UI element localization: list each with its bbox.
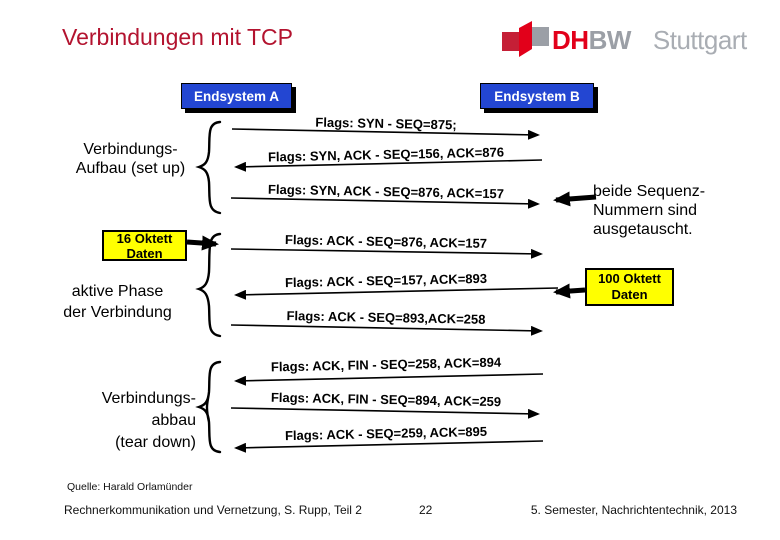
data-box-100-line2: Daten — [611, 287, 648, 302]
footer-course-title: Rechnerkommunikation und Vernetzung, S. … — [64, 503, 362, 517]
data-box-16-line1: 16 Oktett — [116, 230, 173, 246]
message-line-7 — [234, 373, 544, 386]
data-box-100-line1: 100 Oktett — [598, 271, 661, 286]
message-label-1: Flags: SYN - SEQ=875; — [315, 114, 457, 133]
logo-city: Stuttgart — [652, 25, 747, 55]
brace-setup — [195, 120, 222, 215]
message-line-5 — [234, 287, 559, 300]
message-line-6 — [230, 324, 543, 336]
pointer-100-oktett — [553, 283, 586, 299]
source-note: Quelle: Harald Orlamünder — [67, 481, 193, 493]
pointer-16-oktett — [186, 235, 219, 251]
endsystem-b-box: Endsystem B — [480, 83, 594, 109]
phase-setup-label: Verbindungs- Aufbau (set up) — [48, 140, 213, 178]
page-number: 22 — [419, 503, 433, 517]
logo-dh: DH — [552, 25, 589, 55]
message-line-1 — [231, 128, 540, 140]
phase-active-label: aktive Phase der Verbindung — [35, 281, 200, 323]
brace-teardown — [195, 360, 222, 454]
slide-title: Verbindungen mit TCP — [62, 24, 293, 50]
brace-active — [195, 232, 222, 338]
data-box-16-line2: Daten — [126, 245, 163, 261]
sequence-note-line2: Nummern sind — [593, 202, 698, 219]
pointer-seq-note — [553, 191, 597, 207]
dhbw-logo-icon — [502, 21, 549, 57]
dhbw-logo: DHBW Stuttgart — [500, 18, 747, 62]
phase-teardown-line3: (tear down) — [115, 434, 196, 451]
sequence-note: beide Sequenz- Nummern sind ausgetauscht. — [593, 182, 738, 239]
endsystem-a-box: Endsystem A — [181, 83, 292, 109]
logo-bw: BW — [588, 25, 632, 55]
sequence-note-line3: ausgetauscht. — [593, 221, 693, 238]
message-line-8 — [230, 407, 540, 419]
footer-semester: 5. Semester, Nachrichtentechnik, 2013 — [530, 503, 737, 517]
phase-active-line1: aktive Phase — [71, 283, 164, 300]
phase-teardown-line2: abbau — [151, 412, 197, 429]
sequence-note-line1: beide Sequenz- — [593, 183, 706, 200]
phase-teardown-label: Verbindungs-abbau (tear down) — [36, 388, 196, 454]
message-line-2 — [234, 159, 543, 172]
phase-active-line2: der Verbindung — [63, 304, 172, 321]
dhbw-logo-text: DHBW Stuttgart — [552, 25, 747, 56]
message-line-3 — [230, 197, 540, 209]
message-line-9 — [234, 440, 544, 453]
phase-setup-line1: Verbindungs- — [83, 141, 178, 158]
phase-setup-line2: Aufbau (set up) — [75, 160, 186, 177]
message-line-4 — [230, 248, 543, 259]
phase-teardown-line1: Verbindungs- — [101, 390, 196, 407]
